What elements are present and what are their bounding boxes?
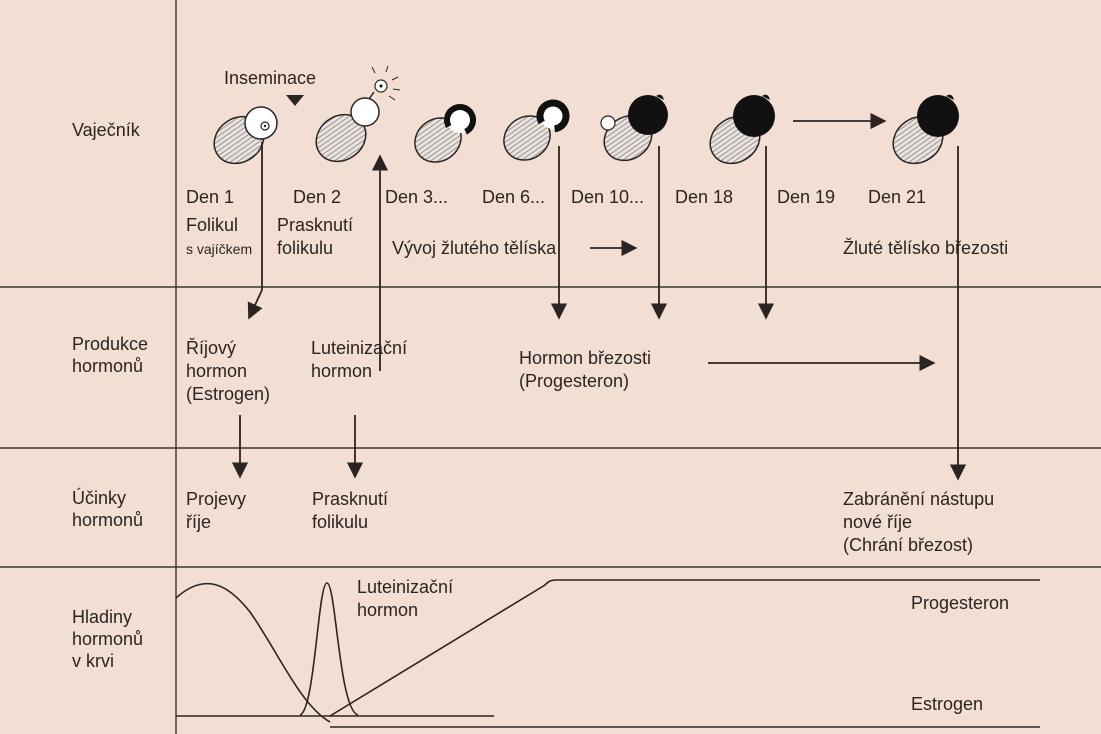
day-label-10: Den 10... (571, 186, 644, 208)
arrow-follicle-to-estrogen (249, 290, 262, 318)
note-corpus-pregnancy: Žluté tělísko březosti (843, 237, 1008, 259)
row-label-ovary: Vaječník (72, 119, 140, 141)
row-label-levels-3: v krvi (72, 650, 114, 672)
hormone-pregnancy-1: Hormon březosti (519, 347, 651, 369)
row-label-production-1: Produkce (72, 333, 148, 355)
day-label-19: Den 19 (777, 186, 835, 208)
hormone-lh-1: Luteinizační (311, 337, 407, 359)
insemination-marker-icon (286, 95, 304, 106)
effect-prevent-3: (Chrání březost) (843, 534, 973, 556)
curve-label-estrogen: Estrogen (911, 693, 983, 715)
lh-curve (300, 583, 358, 715)
ovary-day2-icon (307, 66, 400, 171)
note-corpus-development: Vývoj žlutého tělíska (392, 237, 556, 259)
ovary-day21-icon (884, 95, 959, 173)
row-label-levels-1: Hladiny (72, 606, 132, 628)
hormone-pregnancy-2: (Progesteron) (519, 370, 629, 392)
ovary-day3-icon (406, 102, 477, 171)
effect-heat-2: říje (186, 511, 211, 533)
curve-label-progesterone: Progesteron (911, 592, 1009, 614)
day-label-2: Den 2 (293, 186, 341, 208)
effect-rupture-2: folikulu (312, 511, 368, 533)
row-label-effects-1: Účinky (72, 487, 126, 509)
note-follicle-1: Folikul (186, 214, 238, 236)
curve-label-lh-2: hormon (357, 599, 418, 621)
note-follicle-2: s vajíčkem (186, 238, 252, 260)
day-label-21: Den 21 (868, 186, 926, 208)
hormone-lh-2: hormon (311, 360, 372, 382)
ovary-day1-icon (205, 107, 277, 173)
row-label-production-2: hormonů (72, 355, 143, 377)
row-label-effects-2: hormonů (72, 509, 143, 531)
note-rupture-1: Prasknutí (277, 214, 353, 236)
day-label-18: Den 18 (675, 186, 733, 208)
hormone-estrus-2: hormon (186, 360, 247, 382)
ovary-day10-icon (595, 95, 668, 170)
flow-arrows (240, 121, 958, 479)
effect-prevent-1: Zabránění nástupu (843, 488, 994, 510)
day-label-1: Den 1 (186, 186, 234, 208)
insemination-label: Inseminace (224, 67, 316, 89)
ovary-day18-icon (701, 95, 775, 173)
effect-heat-1: Projevy (186, 488, 246, 510)
note-rupture-2: folikulu (277, 237, 333, 259)
row-label-levels-2: hormonů (72, 628, 143, 650)
curve-label-lh-1: Luteinizační (357, 576, 453, 598)
hormone-estrus-3: (Estrogen) (186, 383, 270, 405)
day-label-3: Den 3... (385, 186, 448, 208)
day-label-6: Den 6... (482, 186, 545, 208)
hormone-estrus-1: Říjový (186, 337, 236, 359)
effect-prevent-2: nové říje (843, 511, 912, 533)
effect-rupture-1: Prasknutí (312, 488, 388, 510)
